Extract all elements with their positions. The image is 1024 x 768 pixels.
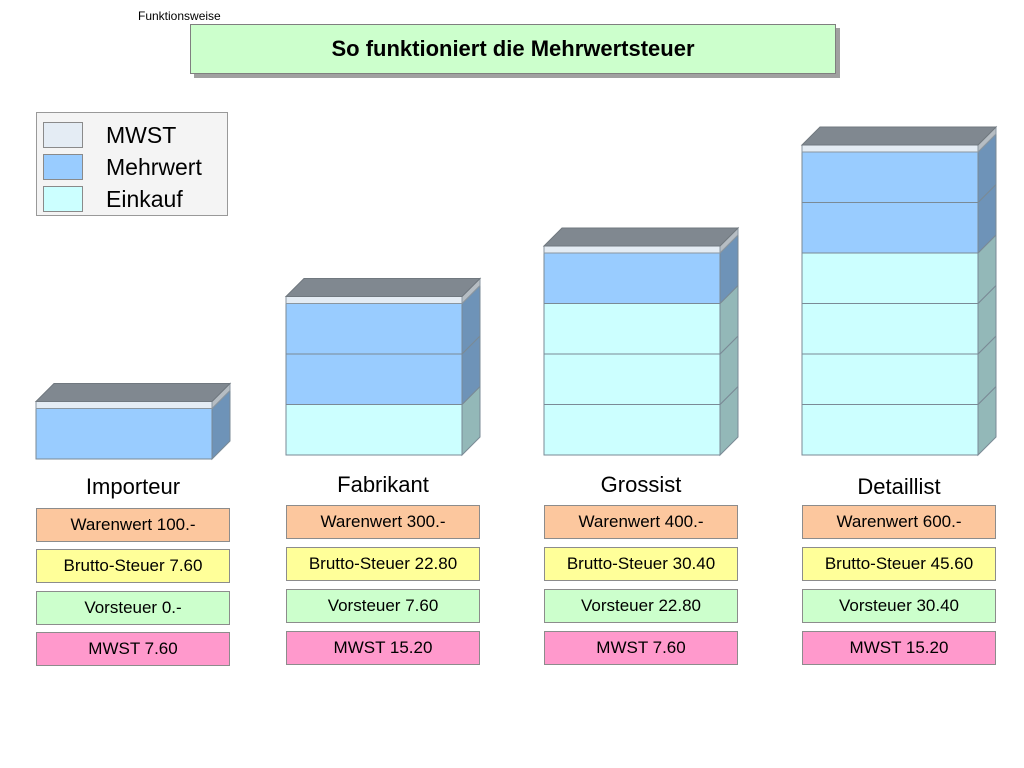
block-front-einkauf-grossist-2 [543,303,721,355]
warenwert-box-importeur: Warenwert 100.- [36,508,230,542]
warenwert-box-grossist: Warenwert 400.- [544,505,738,539]
legend-swatch-mwst [43,122,83,148]
vorsteuer-box-importeur: Vorsteuer 0.- [36,591,230,625]
lid-top-detaillist [800,126,998,146]
vorsteuer-box-fabrikant: Vorsteuer 7.60 [286,589,480,623]
block-front-einkauf-detaillist-2 [801,303,979,355]
brutto-steuer-box-grossist: Brutto-Steuer 30.40 [544,547,738,581]
legend: MWST Mehrwert Einkauf [36,112,228,216]
lid-front-mwst-importeur [35,401,213,409]
column-label-detaillist: Detaillist [857,474,941,499]
brutto-steuer-box-importeur: Brutto-Steuer 7.60 [36,549,230,583]
block-front-mehrwert-fabrikant-1 [285,353,463,405]
vorsteuer-box-grossist: Vorsteuer 22.80 [544,589,738,623]
mwst-box-fabrikant: MWST 15.20 [286,631,480,665]
lid-top-fabrikant [284,278,482,297]
mwst-box-grossist: MWST 7.60 [544,631,738,665]
slide-caption: Funktionsweise [138,9,221,23]
block-front-mehrwert-importeur-0 [35,408,213,460]
brutto-steuer-box-fabrikant: Brutto-Steuer 22.80 [286,547,480,581]
lid-front-mwst-fabrikant [285,296,463,304]
lid-front-mwst-grossist [543,245,721,254]
page-title: So funktioniert die Mehrwertsteuer [331,36,695,61]
legend-item-mehrwert: Mehrwert [43,151,227,183]
block-front-einkauf-detaillist-0 [801,404,979,456]
column-label-grossist: Grossist [600,472,682,497]
block-front-mehrwert-fabrikant-2 [285,303,463,355]
block-front-mehrwert-detaillist-5 [801,151,979,203]
column-label-importeur: Importeur [85,474,181,499]
lid-top-grossist [542,227,740,247]
block-front-einkauf-detaillist-3 [801,252,979,304]
brutto-steuer-box-detaillist: Brutto-Steuer 45.60 [802,547,996,581]
block-front-einkauf-grossist-0 [543,404,721,456]
lid-front-mwst-detaillist [801,144,979,153]
mwst-box-detaillist: MWST 15.20 [802,631,996,665]
block-front-einkauf-grossist-1 [543,353,721,405]
title-box: So funktioniert die Mehrwertsteuer [190,24,836,74]
legend-swatch-mehrwert [43,154,83,180]
block-front-mehrwert-detaillist-4 [801,202,979,254]
block-front-einkauf-detaillist-1 [801,353,979,405]
warenwert-box-fabrikant: Warenwert 300.- [286,505,480,539]
legend-item-mwst: MWST [43,119,227,151]
block-front-mehrwert-grossist-3 [543,252,721,304]
warenwert-box-detaillist: Warenwert 600.- [802,505,996,539]
legend-label-einkauf: Einkauf [106,186,183,212]
mwst-box-importeur: MWST 7.60 [36,632,230,666]
lid-top-importeur [34,383,232,402]
column-label-fabrikant: Fabrikant [337,472,429,497]
legend-label-mwst: MWST [106,122,177,148]
legend-swatch-einkauf [43,186,83,212]
vorsteuer-box-detaillist: Vorsteuer 30.40 [802,589,996,623]
block-front-einkauf-fabrikant-0 [285,404,463,456]
legend-item-einkauf: Einkauf [43,183,227,215]
legend-label-mehrwert: Mehrwert [106,154,202,180]
